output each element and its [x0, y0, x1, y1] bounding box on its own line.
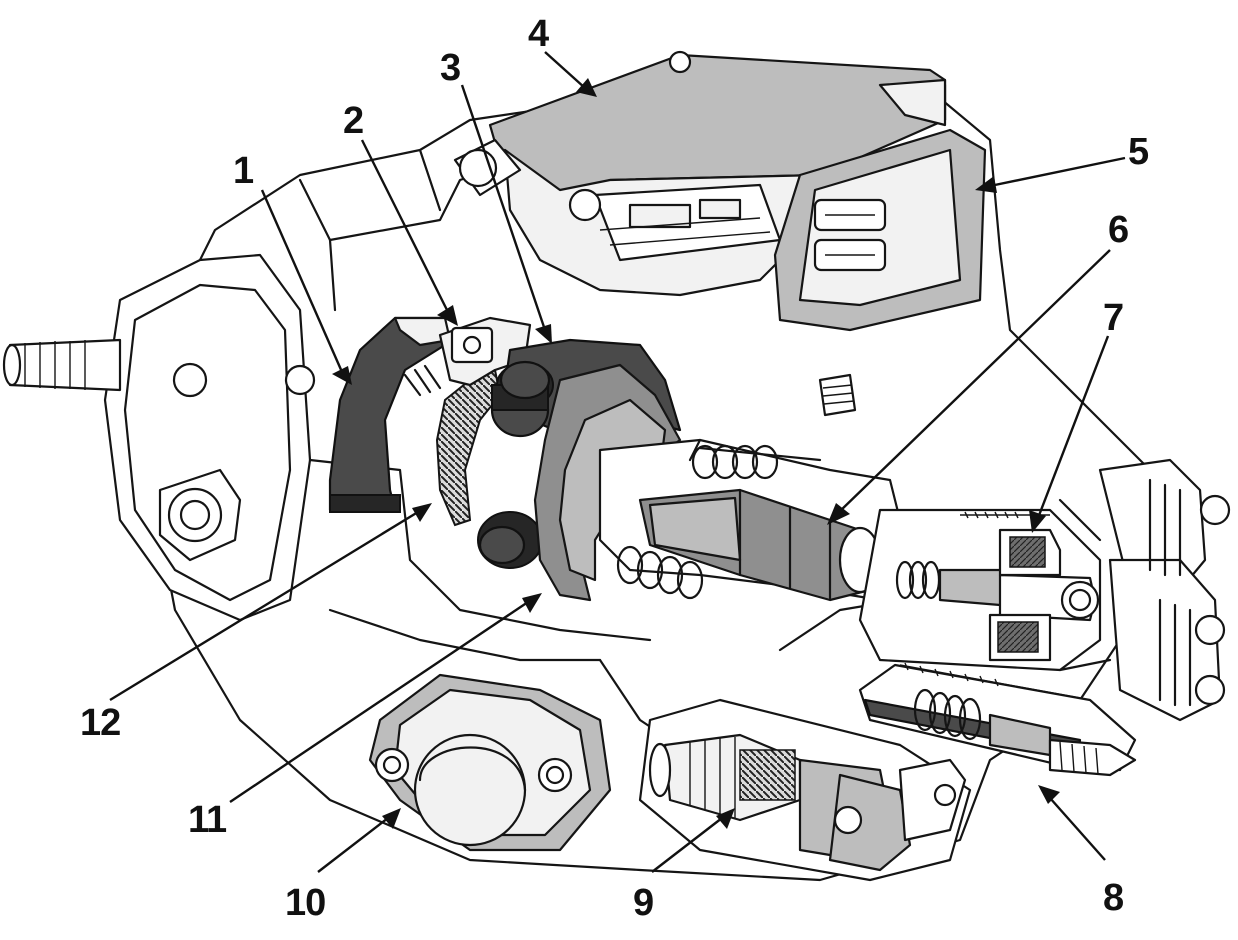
timing-device-cover	[368, 673, 612, 852]
leader-12	[109, 510, 419, 702]
callout-label-8: 8	[1103, 877, 1123, 919]
mounting-bolt	[158, 468, 242, 562]
leader-5	[989, 156, 1126, 188]
arrowhead-6	[827, 503, 850, 525]
callout-label-9: 9	[633, 882, 653, 924]
callout-leaders	[109, 51, 1126, 873]
arrowhead-4	[576, 78, 597, 97]
leader-1	[260, 189, 344, 373]
fuel-cutoff-solenoid	[638, 698, 972, 882]
delivery-valve	[858, 662, 1137, 777]
callout-label-11: 11	[188, 799, 227, 841]
rotation-angle-sensor	[328, 316, 532, 527]
solenoid-valve	[858, 498, 1112, 672]
callout-label-12: 12	[80, 702, 120, 744]
leader-2	[360, 139, 450, 313]
leader-8	[1049, 797, 1106, 861]
arrowhead-5	[975, 176, 997, 193]
callout-labels: 1 2 3 4 5 6 7 8 9 10 11 12	[80, 13, 1150, 924]
arrowhead-3	[535, 324, 552, 344]
callout-label-3: 3	[440, 47, 460, 89]
arrowhead-2	[437, 305, 458, 326]
callout-label-4: 4	[528, 13, 549, 55]
arrowhead-7	[1029, 510, 1046, 533]
arrowhead-9	[716, 808, 735, 829]
electronic-control-unit	[453, 50, 947, 297]
callout-label-7: 7	[1103, 297, 1123, 339]
callout-label-6: 6	[1108, 209, 1128, 251]
leader-11	[229, 601, 529, 803]
callout-label-10: 10	[285, 882, 325, 924]
drive-shaft	[2, 338, 122, 392]
callout-label-2: 2	[343, 100, 363, 142]
electrical-connector	[773, 78, 987, 332]
leader-7	[1036, 335, 1110, 519]
callout-label-1: 1	[233, 150, 254, 192]
leader-3	[460, 84, 547, 331]
arrowhead-1	[332, 366, 352, 385]
leader-4	[544, 51, 586, 89]
arrowhead-8	[1038, 785, 1060, 804]
distributor-plunger	[598, 373, 902, 602]
callout-label-5: 5	[1128, 131, 1149, 173]
leader-9	[651, 817, 723, 873]
arrowhead-12	[412, 503, 432, 522]
arrowhead-11	[522, 593, 542, 613]
leader-6	[837, 249, 1111, 514]
leader-10	[317, 817, 389, 873]
arrowhead-10	[382, 808, 401, 829]
